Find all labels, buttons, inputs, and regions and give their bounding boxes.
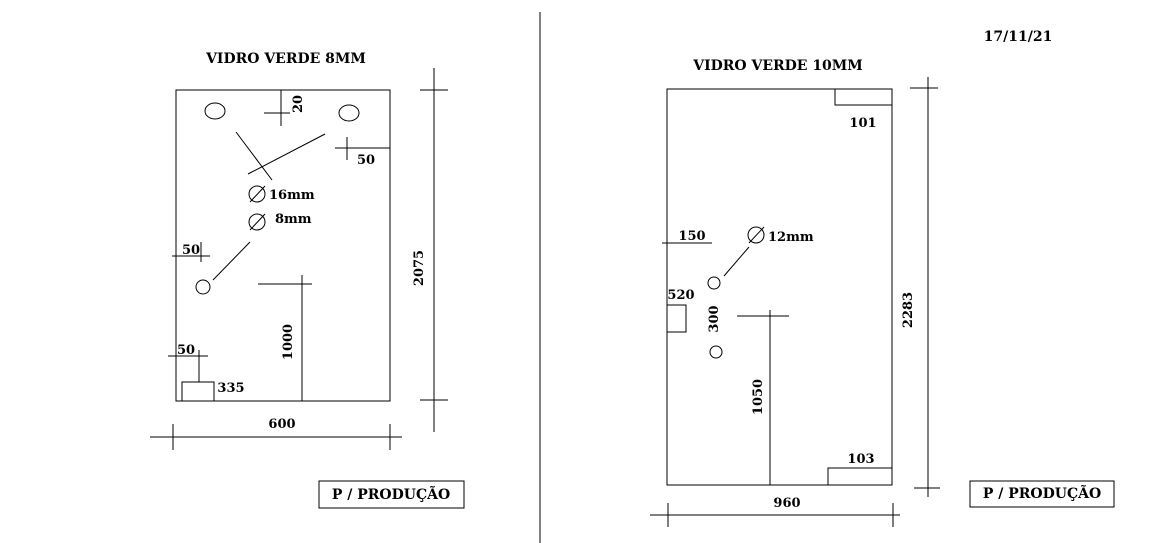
dim-2075-label: 2075 bbox=[412, 250, 427, 286]
dim-103-label: 103 bbox=[847, 452, 874, 467]
left-production-stamp-box bbox=[318, 480, 465, 509]
right-glass-panel: VIDRO VERDE 10MM 101 150 12mm 520 300 10… bbox=[650, 58, 1115, 527]
hole-12mm-slash bbox=[748, 226, 765, 244]
dim-600-label: 600 bbox=[268, 417, 295, 432]
leader-line-12mm bbox=[723, 246, 750, 277]
hole-16mm-slash bbox=[249, 185, 266, 203]
left-lower-hole bbox=[195, 279, 211, 295]
left-glass-panel: VIDRO VERDE 8MM 20 50 16mm 8mm 50 bbox=[150, 51, 465, 509]
dim-1050-label: 1050 bbox=[751, 379, 766, 415]
left-top-hole-2 bbox=[338, 104, 360, 122]
dim-335-label: 335 bbox=[217, 381, 244, 396]
hole-8mm-symbol bbox=[248, 213, 266, 231]
right-production-stamp-box bbox=[969, 480, 1115, 508]
right-production-stamp: P / PRODUÇÃO bbox=[983, 483, 1101, 502]
dim-101-label: 101 bbox=[849, 116, 876, 131]
leader-line-1 bbox=[235, 131, 273, 181]
dim-50-left-label: 50 bbox=[182, 243, 200, 258]
dim-960-label: 960 bbox=[773, 496, 800, 511]
left-side-notch bbox=[666, 304, 687, 333]
right-upper-hole bbox=[707, 276, 721, 290]
right-panel-title: VIDRO VERDE 10MM bbox=[692, 58, 863, 74]
dim-300-label: 300 bbox=[707, 305, 722, 332]
top-right-notch bbox=[834, 88, 893, 106]
leader-line-3 bbox=[212, 241, 251, 281]
left-panel-title: VIDRO VERDE 8MM bbox=[205, 51, 366, 67]
hole-12mm-label: 12mm bbox=[768, 230, 814, 245]
hole-8mm-slash bbox=[249, 213, 266, 231]
hole-16mm-symbol bbox=[248, 185, 266, 203]
dim-2283-label: 2283 bbox=[901, 292, 916, 328]
dim-1000-label: 1000 bbox=[281, 324, 296, 360]
leader-line-2 bbox=[247, 133, 326, 175]
dim-50-bottom-label: 50 bbox=[177, 343, 195, 358]
left-glass-outline bbox=[175, 89, 391, 402]
drawing-date: 17/11/21 bbox=[984, 29, 1053, 45]
dim-50-right-label: 50 bbox=[357, 153, 375, 168]
dim-520-label: 520 bbox=[667, 288, 694, 303]
hole-8mm-label: 8mm bbox=[275, 212, 312, 227]
left-top-hole-1 bbox=[204, 102, 226, 120]
bottom-right-notch bbox=[827, 467, 893, 486]
hole-12mm-symbol bbox=[747, 226, 765, 244]
left-notch bbox=[181, 381, 215, 402]
left-production-stamp: P / PRODUÇÃO bbox=[332, 484, 450, 503]
right-lower-hole bbox=[709, 345, 723, 359]
dim-20-label: 20 bbox=[291, 95, 306, 113]
dim-150-label: 150 bbox=[678, 229, 705, 244]
hole-16mm-label: 16mm bbox=[269, 188, 315, 203]
right-glass-outline bbox=[666, 88, 893, 486]
